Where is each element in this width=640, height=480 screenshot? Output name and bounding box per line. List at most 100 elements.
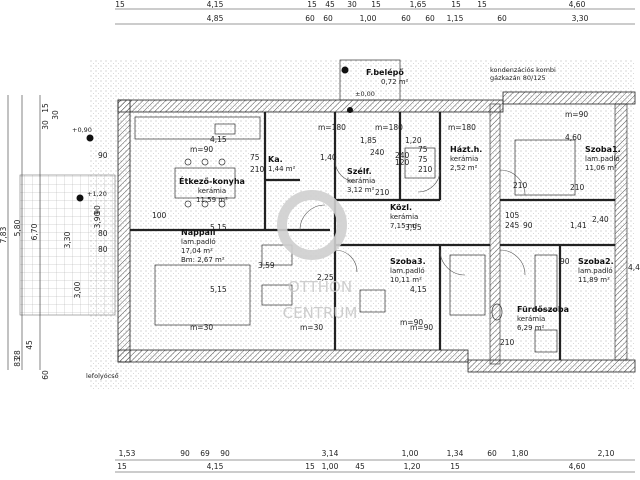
room-label-szelf: Szélf. kerámia 3,12 m² — [347, 166, 375, 194]
dimension-label: 4,60 — [569, 0, 586, 9]
interior-dimension-label: 3,59 — [258, 261, 275, 270]
interior-dimension-label: 120 — [395, 158, 410, 167]
interior-dimension-label: 4,43 — [628, 263, 640, 272]
dimension-label: 4,60 — [569, 462, 586, 471]
interior-dimension-label: 4,60 — [565, 133, 582, 142]
watermark-line2: CENTRUM — [283, 304, 358, 322]
interior-dimension-label: 1,20 — [405, 136, 422, 145]
dimension-label: 60 — [41, 370, 50, 380]
dimension-label: 15 — [371, 0, 381, 9]
room-material: kerámia — [450, 155, 478, 163]
dimension-label: 60 — [497, 14, 507, 23]
dimension-label: 3,14 — [322, 449, 339, 458]
interior-dimension-label: 80 — [98, 245, 108, 254]
dimension-label: 45 — [355, 462, 365, 471]
entrance-label: F.belépő 0,72 m² — [366, 67, 409, 86]
room-material: lam.padló — [585, 155, 620, 163]
entrance-name: F.belépő — [366, 67, 404, 77]
dimension-label: 1,00 — [402, 449, 419, 458]
interior-dimension-label: m=90 — [565, 110, 588, 119]
interior-dimension-label: m=30 — [300, 323, 323, 332]
dimension-label: 60 — [425, 14, 435, 23]
dimension-label: 90 — [93, 205, 102, 215]
dimension-label: 30 — [51, 110, 60, 120]
dimension-label: 15 — [115, 0, 125, 9]
room-area: 17,04 m² — [181, 247, 213, 255]
level-marker-top: +0,90 — [72, 66, 349, 142]
room-material: kerámia — [390, 213, 418, 221]
interior-dimension-label: 210 — [513, 181, 528, 190]
room-name: Nappali — [181, 228, 216, 237]
dimension-label: 15 — [117, 462, 127, 471]
dimension-label: 90 — [180, 449, 190, 458]
dimension-label: 45 — [325, 0, 335, 9]
room-material: kerámia — [198, 187, 226, 195]
dimension-label: 60 — [323, 14, 333, 23]
room-area: 1,44 m² — [268, 165, 296, 173]
elevation-top: +0,90 — [72, 126, 92, 134]
dimension-label: 30 — [347, 0, 357, 9]
dimension-label: 69 — [200, 449, 210, 458]
room-extra: Bm: 2,67 m² — [181, 256, 225, 264]
outer-walls — [117, 91, 636, 373]
dimension-label: 1,00 — [322, 462, 339, 471]
interior-dimension-label: m=180 — [318, 123, 346, 132]
room-name: Szoba3. — [390, 257, 426, 266]
watermark-line1: OTTHON — [288, 278, 352, 296]
room-label-furdo: Fürdőszoba kerámia 6,29 m² — [517, 305, 569, 332]
room-material: kerámia — [517, 315, 545, 323]
interior-dimension-label: 2,40 — [592, 215, 609, 224]
room-name: Szoba2. — [578, 257, 614, 266]
terrace-paving — [90, 60, 635, 390]
room-name: Szélf. — [347, 166, 372, 176]
room-label-ka: Ka. 1,44 m² — [268, 155, 296, 173]
dimension-label: 5,80 — [13, 219, 22, 236]
dimension-label: 4,15 — [207, 462, 224, 471]
fixtures — [134, 116, 576, 353]
interior-dimension-label: 105 — [505, 211, 520, 220]
dimension-label: 28 — [13, 350, 22, 360]
interior-dimension-label: 5,15 — [210, 285, 227, 294]
dimension-label: 30 — [41, 120, 50, 130]
interior-dimension-label: 210 — [570, 183, 585, 192]
room-area: 11,59 m² — [196, 196, 228, 204]
downspout-label: lefolyócső — [86, 371, 119, 380]
interior-dimension-label: 100 — [152, 211, 167, 220]
room-area: 6,29 m² — [517, 324, 545, 332]
dimension-label: 15 — [305, 462, 315, 471]
dimension-label: 1,53 — [119, 449, 136, 458]
dimension-label: 90 — [220, 449, 230, 458]
interior-dimension-label: 210 — [250, 165, 265, 174]
dimension-label: 7,83 — [0, 226, 8, 243]
dimension-label: 15 — [451, 0, 461, 9]
dimension-label: 3,90 — [93, 211, 102, 228]
interior-dimension-label: 245 — [505, 221, 520, 230]
interior-dimension-label: 75 — [418, 145, 428, 154]
room-label-nappali: Nappali lam.padló 17,04 m² Bm: 2,67 m² — [181, 228, 225, 264]
interior-dimension-label: 210 — [375, 188, 390, 197]
room-label-szoba2: Szoba2. lam.padló 11,89 m² — [578, 257, 614, 284]
interior-dimension-label: 75 — [250, 153, 260, 162]
dimension-label: 60 — [487, 449, 497, 458]
elevation-left: +1,20 — [87, 190, 107, 198]
interior-dimension-label: 80 — [98, 229, 108, 238]
dimension-label: 1,15 — [447, 14, 464, 23]
dimension-label: 1,65 — [410, 0, 427, 9]
dimension-label: 15 — [477, 0, 487, 9]
dimension-label: 1,00 — [360, 14, 377, 23]
interior-dimension-label: m=180 — [375, 123, 403, 132]
interior-dimension-label: 210 — [418, 165, 433, 174]
dimension-label: 4,85 — [207, 14, 224, 23]
dimension-label: 83 — [13, 357, 22, 367]
dimension-label: 15 — [450, 462, 460, 471]
room-area: 11,06 m² — [585, 164, 617, 172]
room-name: Házt.h. — [450, 145, 482, 154]
interior-dimension-label: 1,85 — [360, 136, 377, 145]
interior-dimension-label: 90 — [560, 257, 570, 266]
dimension-label: 2,10 — [598, 449, 615, 458]
